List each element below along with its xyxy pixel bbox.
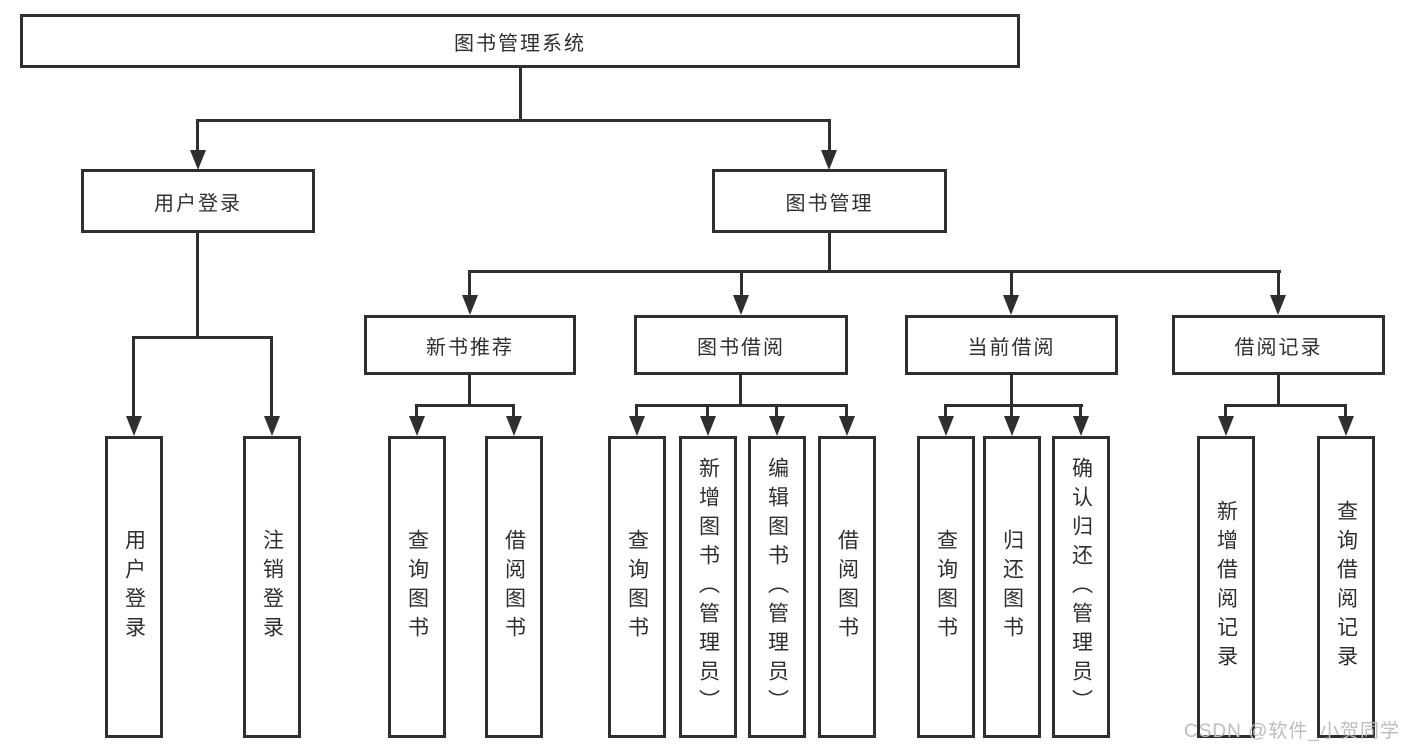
connector-borrowrecords-drop-1 — [1224, 404, 1227, 420]
arrowhead-leaf-query-borrow-record — [1338, 416, 1354, 436]
leaf-user-login-label: 用户登录 — [122, 529, 146, 645]
arrowhead-leaf-return-book — [1004, 416, 1020, 436]
arrowhead-borrow-records — [1270, 295, 1286, 315]
arrowhead-leaf-add-book — [700, 416, 716, 436]
connector-bookborrow-hline — [636, 404, 848, 407]
leaf-return-book-label: 归还图书 — [1000, 529, 1024, 645]
connector-newbookrec-drop-2 — [512, 404, 515, 420]
arrowhead-leaf-confirm-return — [1073, 416, 1089, 436]
connector-bookborrow-vline — [739, 375, 742, 407]
arrowhead-leaf-query-book-3 — [938, 416, 954, 436]
connector-borrowrecords-drop-2 — [1344, 404, 1347, 420]
arrowhead-leaf-query-book-1 — [409, 416, 425, 436]
node-borrow-records: 借阅记录 — [1172, 315, 1385, 375]
arrowhead-new-book-rec — [462, 295, 478, 315]
connector-currentborrow-vline — [1010, 375, 1013, 407]
leaf-add-book: 新增图书（管理员） — [679, 436, 737, 738]
connector-bookborrow-drop-3 — [775, 404, 778, 420]
leaf-edit-book: 编辑图书（管理员） — [748, 436, 806, 738]
leaf-edit-book-label: 编辑图书（管理员） — [765, 456, 789, 718]
connector-bookmgmt-drop-1 — [468, 270, 471, 298]
node-new-book-rec-label: 新书推荐 — [426, 336, 514, 359]
connector-root-drop-right — [828, 119, 831, 155]
node-book-mgmt: 图书管理 — [712, 169, 947, 233]
connector-bookmgmt-drop-4 — [1277, 270, 1280, 298]
leaf-add-borrow-record-label: 新增借阅记录 — [1214, 500, 1238, 674]
node-book-borrow: 图书借阅 — [634, 315, 848, 375]
leaf-query-borrow-record-label: 查询借阅记录 — [1334, 500, 1358, 674]
leaf-add-book-label: 新增图书（管理员） — [696, 456, 720, 718]
node-new-book-rec: 新书推荐 — [364, 315, 576, 375]
csdn-watermark: CSDN @软件_小贺同学 — [1184, 721, 1400, 742]
connector-root-hline — [197, 119, 830, 122]
leaf-query-book-2-label: 查询图书 — [625, 529, 649, 645]
leaf-confirm-return: 确认归还（管理员） — [1052, 436, 1110, 738]
node-book-mgmt-label: 图书管理 — [785, 192, 874, 215]
leaf-logout: 注销登录 — [243, 436, 301, 738]
node-root: 图书管理系统 — [20, 14, 1020, 68]
arrowhead-user-login — [190, 150, 206, 170]
leaf-query-book-2: 查询图书 — [608, 436, 666, 738]
connector-bookmgmt-drop-2 — [740, 270, 743, 298]
node-borrow-records-label: 借阅记录 — [1234, 336, 1323, 359]
leaf-logout-label: 注销登录 — [260, 529, 284, 645]
leaf-confirm-return-label: 确认归还（管理员） — [1069, 456, 1093, 718]
node-book-borrow-label: 图书借阅 — [697, 336, 785, 359]
connector-userlogin-hline — [132, 336, 273, 339]
connector-newbookrec-hline — [415, 404, 515, 407]
arrowhead-leaf-query-book-2 — [629, 416, 645, 436]
connector-newbookrec-drop-1 — [415, 404, 418, 420]
node-user-login: 用户登录 — [81, 169, 315, 233]
arrowhead-leaf-edit-book — [769, 416, 785, 436]
arrowhead-leaf-borrow-book-1 — [506, 416, 522, 436]
connector-userlogin-drop-2 — [270, 336, 273, 418]
connector-newbookrec-vline — [468, 375, 471, 407]
connector-bookborrow-drop-1 — [635, 404, 638, 420]
leaf-add-borrow-record: 新增借阅记录 — [1197, 436, 1255, 738]
connector-currentborrow-drop-2 — [1010, 404, 1013, 420]
connector-borrowrecords-vline — [1277, 375, 1280, 407]
connector-userlogin-drop-1 — [132, 336, 135, 418]
arrowhead-book-borrow — [733, 295, 749, 315]
node-current-borrow-label: 当前借阅 — [967, 336, 1056, 359]
leaf-user-login: 用户登录 — [105, 436, 163, 738]
arrowhead-leaf-logout — [264, 416, 280, 436]
connector-currentborrow-hline — [945, 404, 1083, 407]
connector-borrowrecords-hline — [1225, 404, 1347, 407]
arrowhead-leaf-user-login — [126, 416, 142, 436]
arrowhead-current-borrow — [1003, 295, 1019, 315]
leaf-borrow-book-1: 借阅图书 — [485, 436, 543, 738]
connector-bookborrow-drop-2 — [706, 404, 709, 420]
connector-currentborrow-drop-3 — [1079, 404, 1082, 420]
node-root-label: 图书管理系统 — [454, 32, 586, 55]
connector-bookborrow-drop-4 — [845, 404, 848, 420]
connector-userlogin-vline — [196, 233, 199, 338]
connector-bookmgmt-drop-3 — [1010, 270, 1013, 298]
connector-bookmgmt-hline — [469, 270, 1281, 273]
leaf-query-book-3-label: 查询图书 — [934, 529, 958, 645]
connector-currentborrow-drop-1 — [944, 404, 947, 420]
leaf-return-book: 归还图书 — [983, 436, 1041, 738]
leaf-query-borrow-record: 查询借阅记录 — [1317, 436, 1375, 738]
leaf-borrow-book-2-label: 借阅图书 — [835, 529, 859, 645]
leaf-borrow-book-2: 借阅图书 — [818, 436, 876, 738]
leaf-query-book-1: 查询图书 — [388, 436, 446, 738]
arrowhead-leaf-add-borrow-record — [1218, 416, 1234, 436]
leaf-borrow-book-1-label: 借阅图书 — [502, 529, 526, 645]
node-user-login-label: 用户登录 — [154, 192, 242, 215]
node-current-borrow: 当前借阅 — [905, 315, 1118, 375]
arrowhead-book-mgmt — [821, 150, 837, 170]
leaf-query-book-1-label: 查询图书 — [405, 529, 429, 645]
connector-bookmgmt-vline — [828, 233, 831, 273]
leaf-query-book-3: 查询图书 — [917, 436, 975, 738]
arrowhead-leaf-borrow-book-2 — [839, 416, 855, 436]
connector-root-drop-left — [196, 119, 199, 155]
connector-root-vline — [519, 67, 522, 121]
